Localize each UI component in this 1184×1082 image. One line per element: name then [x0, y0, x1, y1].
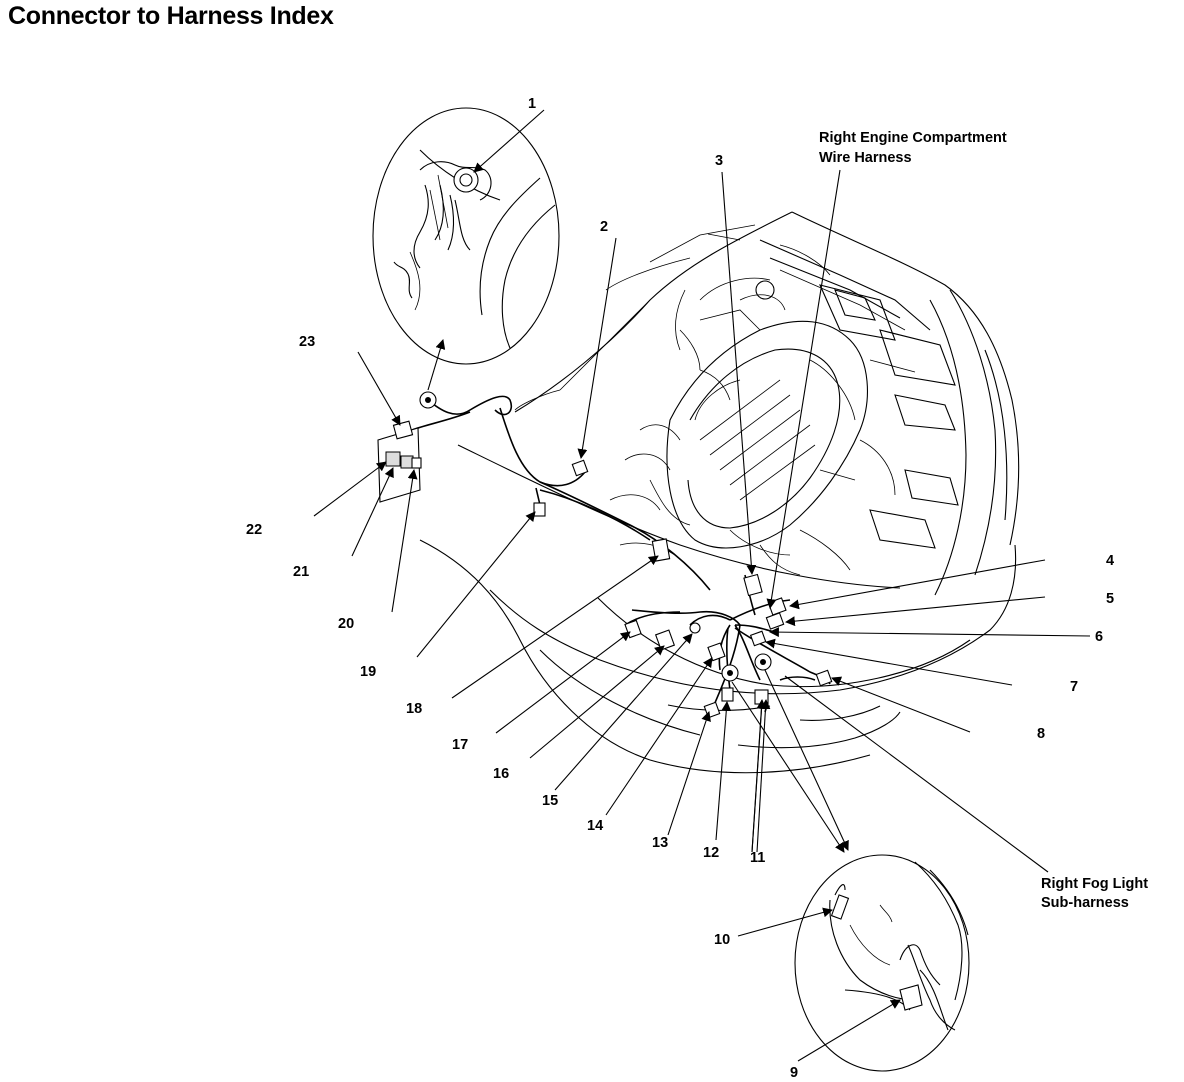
- callout-12: 12: [703, 845, 719, 861]
- callout-19: 19: [360, 664, 376, 680]
- callout-15: 15: [542, 793, 558, 809]
- callout-13: 13: [652, 835, 668, 851]
- callout-9: 9: [790, 1065, 798, 1081]
- callout-22: 22: [246, 522, 262, 538]
- callout-21: 21: [293, 564, 309, 580]
- callout-6: 6: [1095, 629, 1103, 645]
- callout-8: 8: [1037, 726, 1045, 742]
- callout-10: 10: [714, 932, 730, 948]
- right-engine-harness-label-line2: Wire Harness: [819, 150, 912, 166]
- callout-5: 5: [1106, 591, 1114, 607]
- callout-1: 1: [528, 96, 536, 112]
- right-engine-harness-label-line1: Right Engine Compartment: [819, 130, 1007, 146]
- callout-4: 4: [1106, 553, 1114, 569]
- callout-3: 3: [715, 153, 723, 169]
- callout-7: 7: [1070, 679, 1078, 695]
- engine-bay: [609, 239, 959, 576]
- detail-view-top: [372, 107, 560, 365]
- callout-16: 16: [493, 766, 509, 782]
- callout-11: 11: [750, 850, 765, 866]
- callout-17: 17: [452, 737, 468, 753]
- callout-2: 2: [600, 219, 608, 235]
- vehicle-front-outline: [419, 211, 1020, 774]
- leader-lines: [313, 109, 1091, 1062]
- callout-23: 23: [299, 334, 315, 350]
- connectors: [377, 391, 833, 719]
- right-fog-subharness-label-line2: Sub-harness: [1041, 895, 1129, 911]
- right-fog-subharness-label-line1: Right Fog Light: [1041, 876, 1148, 892]
- page-title: Connector to Harness Index: [8, 2, 334, 30]
- harness-labels: Right Engine Compartment Wire Harness Ri…: [819, 130, 1148, 911]
- callout-labels: 1 2 3 4 5 6 7 8 9 10 11 12 13 14 15 16 1…: [246, 96, 1114, 1081]
- callout-14: 14: [587, 818, 603, 834]
- callout-20: 20: [338, 616, 354, 632]
- callout-18: 18: [406, 701, 422, 717]
- detail-view-bottom: [794, 854, 970, 1072]
